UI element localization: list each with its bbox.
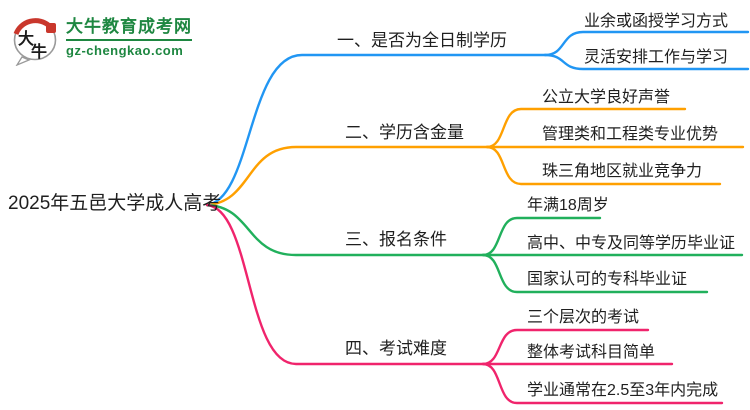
branch-3-child-3-line: [481, 253, 709, 294]
logo-char-1: 大: [18, 29, 34, 48]
branch-3-child-3: 国家认可的专科毕业证: [527, 271, 688, 288]
branch-4-label: 四、考试难度: [345, 339, 447, 358]
branch-4-child-1: 三个层次的考试: [527, 309, 640, 326]
branch-2-child-2: 管理类和工程类专业优势: [542, 126, 719, 143]
branch-2-child-3-line: [485, 145, 722, 186]
logo-divider: [66, 39, 192, 41]
branch-1-label: 一、是否为全日制学历: [337, 31, 507, 50]
branch-1-child-2-line: [543, 53, 750, 71]
branch-4-child-3-line: [481, 362, 724, 405]
branch-1-child-2: 灵活安排工作与学习: [584, 49, 729, 66]
daniu-logo-icon: 大 牛: [13, 18, 57, 66]
branch-3-line: [205, 203, 485, 257]
branch-1-child-1-line: [543, 30, 750, 57]
branch-2-child-3: 珠三角地区就业竞争力: [542, 163, 703, 180]
branch-3-child-2: 高中、中专及同等学历毕业证: [527, 235, 736, 252]
branch-2-child-1: 公立大学良好声誉: [542, 89, 671, 106]
branch-2-label: 二、学历含金量: [345, 123, 464, 142]
site-name: 大牛教育成考网: [66, 17, 192, 36]
branch-2-line: [205, 145, 489, 207]
branch-4-child-3: 学业通常在2.5至3年内完成: [527, 382, 719, 399]
branch-1-line: [205, 53, 547, 207]
root-node: 2025年五邑大学成人高考: [8, 193, 222, 214]
site-logo: 大 牛 大牛教育成考网 gz-chengkao.com: [10, 16, 192, 66]
branch-3-label: 三、报名条件: [345, 230, 447, 249]
branch-1-child-1: 业余或函授学习方式: [584, 13, 729, 30]
site-url: gz-chengkao.com: [66, 43, 184, 58]
branch-3-child-1: 年满18周岁: [527, 197, 609, 214]
branch-3-child-1-line: [481, 216, 602, 257]
branch-4-child-2: 整体考试科目简单: [527, 344, 656, 361]
red-seal-icon: [46, 23, 56, 33]
logo-char-2: 牛: [31, 42, 47, 61]
branch-2-child-1-line: [485, 107, 687, 149]
branch-4-line: [205, 203, 485, 366]
